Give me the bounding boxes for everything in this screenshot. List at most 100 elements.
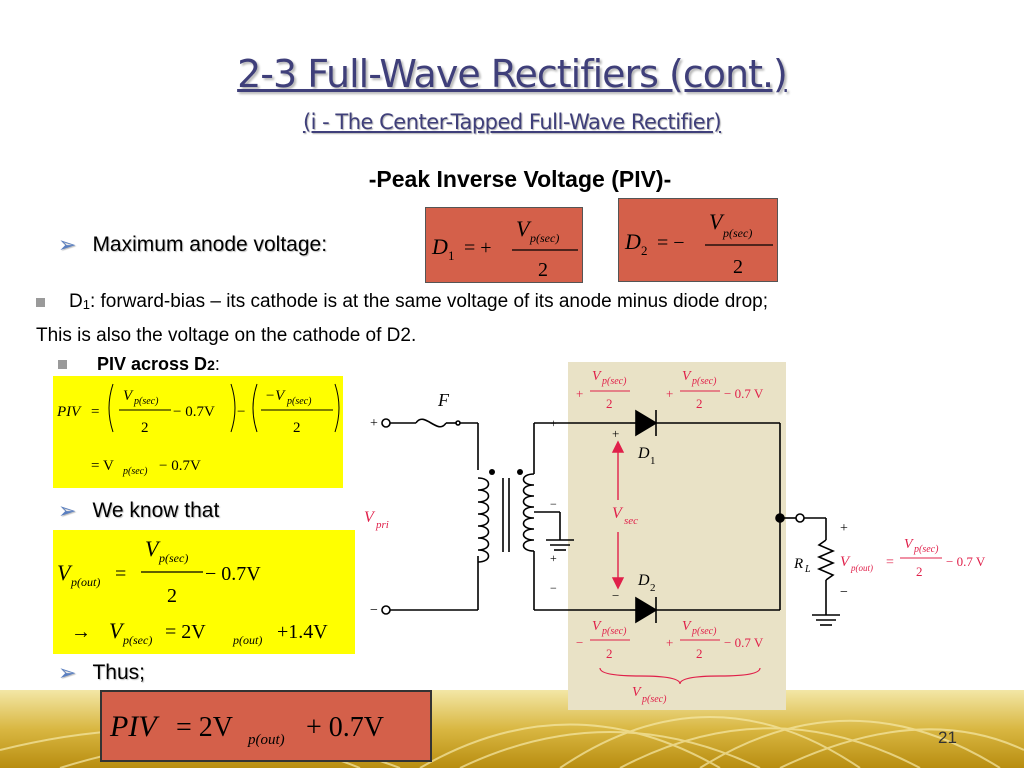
svg-text:V: V [709, 209, 725, 234]
svg-text:− 0.7 V: − 0.7 V [724, 386, 764, 401]
svg-text:sec: sec [624, 515, 638, 527]
svg-text:= −: = − [657, 232, 685, 254]
svg-text:+ 0.7V: + 0.7V [306, 712, 384, 743]
svg-text:PIV: PIV [109, 710, 160, 743]
svg-text:2: 2 [167, 585, 177, 607]
svg-text:+: + [666, 386, 673, 401]
svg-text:2: 2 [293, 420, 301, 436]
svg-text:2: 2 [916, 564, 923, 579]
d2-formula-box: D 2 = − V p(sec) 2 [618, 198, 778, 282]
svg-text:−V: −V [265, 388, 286, 404]
arrow-bullet-icon: ➢ [58, 498, 77, 523]
svg-text:1: 1 [448, 248, 455, 263]
svg-text:R: R [793, 556, 803, 572]
svg-text:p(sec): p(sec) [122, 633, 152, 647]
also-voltage-text: This is also the voltage on the cathode … [36, 325, 417, 346]
svg-text:+: + [550, 416, 557, 430]
svg-text:p(out): p(out) [70, 575, 100, 589]
svg-text:V: V [904, 537, 914, 552]
svg-text:2: 2 [650, 582, 656, 594]
svg-text:−: − [840, 585, 848, 600]
piv-across-colon: : [214, 354, 220, 374]
svg-text:− 0.7V: − 0.7V [173, 404, 215, 420]
svg-text:V: V [682, 369, 692, 384]
svg-text:p(sec): p(sec) [641, 694, 667, 705]
svg-text:1: 1 [650, 455, 656, 467]
svg-text:= 2V: = 2V [165, 621, 206, 643]
svg-text:= 2V: = 2V [176, 712, 233, 743]
final-piv-box: PIV = 2V p(out) + 0.7V [100, 690, 432, 762]
svg-text:V: V [592, 619, 602, 634]
vpout-formula: V p(out) = V p(sec) 2 − 0.7V → V p(sec) … [57, 536, 328, 647]
bullet-max-anode: ➢ Maximum anode voltage: [58, 232, 327, 258]
svg-text:2: 2 [538, 259, 548, 281]
svg-text:p(out): p(out) [247, 732, 285, 748]
svg-text:V: V [123, 388, 134, 404]
svg-text:V: V [592, 369, 602, 384]
svg-text:p(sec): p(sec) [286, 396, 312, 407]
svg-text:2: 2 [696, 646, 703, 661]
svg-text:−: − [370, 603, 378, 618]
svg-text:+: + [840, 521, 848, 536]
svg-text:p(sec): p(sec) [691, 626, 717, 637]
svg-text:V: V [840, 554, 851, 570]
svg-text:p(sec): p(sec) [601, 376, 627, 387]
svg-text:= V: = V [91, 458, 114, 474]
svg-text:+: + [370, 416, 378, 431]
svg-text:p(sec): p(sec) [691, 376, 717, 387]
svg-text:pri: pri [375, 519, 389, 531]
svg-text:→: → [71, 621, 91, 643]
piv-formula: PIV = V p(sec) 2 − 0.7V − −V p(sec) 2 = … [56, 383, 340, 477]
svg-text:+: + [612, 426, 619, 441]
slide-subtitle: (i - The Center-Tapped Full-Wave Rectifi… [302, 110, 722, 134]
svg-text:p(sec): p(sec) [158, 551, 188, 565]
svg-text:V: V [682, 619, 692, 634]
page-number: 21 [938, 728, 957, 747]
d1-text: : forward-bias – its cathode is at the s… [89, 291, 769, 312]
svg-text:+: + [576, 386, 583, 401]
svg-text:=: = [886, 555, 894, 570]
svg-text:D: D [637, 445, 650, 462]
bullet-thus: ➢ Thus; [58, 660, 145, 686]
svg-text:L: L [804, 564, 811, 575]
svg-text:=: = [91, 404, 99, 420]
svg-text:−: − [237, 404, 245, 420]
svg-text:V: V [364, 509, 376, 526]
we-know-label: We know that [92, 499, 220, 522]
svg-text:=: = [115, 563, 126, 585]
svg-text:2: 2 [606, 646, 613, 661]
svg-text:2: 2 [606, 396, 613, 411]
circuit-secondary-background [568, 362, 786, 710]
svg-text:F: F [437, 390, 450, 410]
svg-text:+1.4V: +1.4V [277, 621, 328, 643]
bullet-max-anode-label: Maximum anode voltage: [92, 233, 328, 256]
svg-text:−: − [612, 588, 619, 603]
svg-text:− 0.7 V: − 0.7 V [724, 635, 764, 650]
arrow-bullet-icon: ➢ [58, 232, 77, 257]
square-bullet-icon [58, 360, 67, 369]
svg-text:D: D [637, 572, 650, 589]
svg-text:p(sec): p(sec) [529, 231, 559, 245]
slide-title: 2-3 Full-Wave Rectifiers (cont.) [237, 52, 788, 96]
d1-formula: D 1 = + V p(sec) 2 [431, 216, 578, 281]
piv-across-label: PIV across D [97, 354, 208, 374]
svg-text:V: V [109, 618, 125, 643]
svg-text:= +: = + [464, 237, 492, 259]
section-heading: -Peak Inverse Voltage (PIV)- [368, 166, 672, 192]
final-piv-formula: PIV = 2V p(out) + 0.7V [109, 710, 384, 748]
svg-text:− 0.7V: − 0.7V [159, 458, 201, 474]
svg-text:+: + [550, 551, 557, 565]
svg-text:2: 2 [696, 396, 703, 411]
d1-label: D [69, 291, 83, 312]
svg-text:+: + [666, 635, 673, 650]
svg-text:p(sec): p(sec) [122, 466, 148, 477]
thus-label: Thus; [92, 661, 145, 684]
svg-text:V: V [57, 560, 73, 585]
svg-text:p(out): p(out) [232, 633, 262, 647]
svg-text:2: 2 [141, 420, 149, 436]
svg-text:V: V [612, 505, 624, 522]
svg-text:2: 2 [641, 243, 648, 258]
svg-text:PIV: PIV [56, 404, 82, 420]
